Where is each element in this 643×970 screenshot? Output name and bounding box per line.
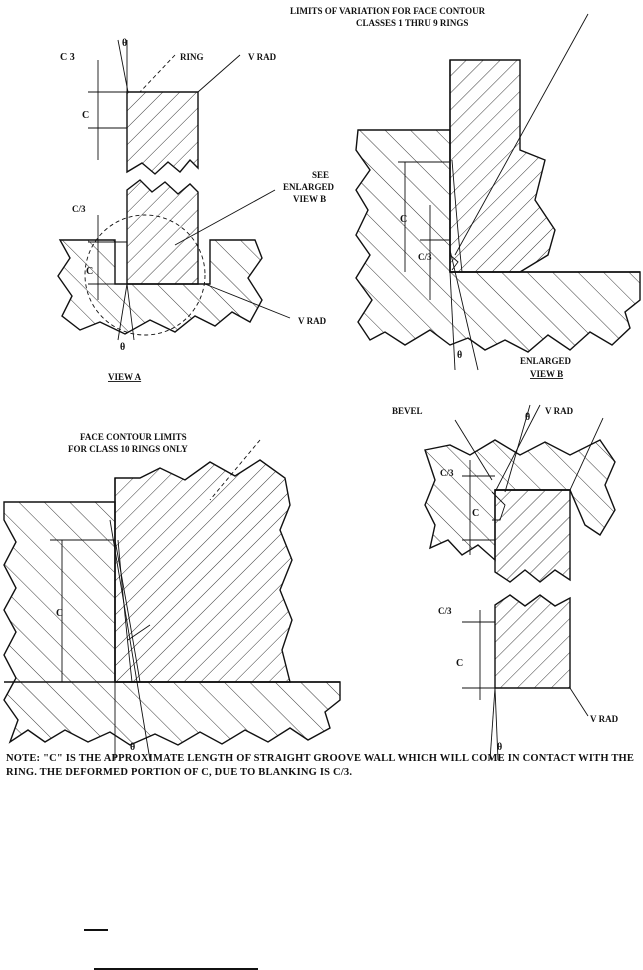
note-text: NOTE: "C" IS THE APPROXIMATE LENGTH OF S… <box>6 753 635 778</box>
view-a-theta-ref-bottom <box>126 283 135 341</box>
view-b-groove-body <box>355 129 641 353</box>
view-a-see-leader <box>174 189 276 246</box>
view-b-label-theta: θ <box>457 350 462 361</box>
br-bevel-leader <box>454 419 493 481</box>
class10-theta-line <box>109 519 151 761</box>
view-b-label-c: C <box>400 214 407 225</box>
limits-label-line2: CLASSES 1 THRU 9 RINGS <box>356 18 468 28</box>
view-b: LIMITS OF VARIATION FOR FACE CONTOUR CLA… <box>290 6 641 379</box>
view-b-caption-line2: VIEW B <box>530 369 563 379</box>
class10-view: FACE CONTOUR LIMITS FOR CLASS 10 RINGS O… <box>3 432 341 761</box>
view-b-theta-ref <box>449 271 456 371</box>
view-a-label-ring: RING <box>180 52 204 62</box>
limits-label-line1: LIMITS OF VARIATION FOR FACE CONTOUR <box>290 6 486 16</box>
view-b-limits-leader <box>454 13 589 256</box>
br-label-c-top: C <box>472 508 479 519</box>
view-a-ring-upper <box>126 91 199 175</box>
br-theta-line-bottom <box>489 687 496 761</box>
view-a-label-c3-top: C 3 <box>60 52 75 63</box>
view-b-label-c3: C/3 <box>418 252 432 262</box>
view-a-vrad-leader-bottom <box>204 283 291 319</box>
view-a-detail-circle <box>84 214 206 336</box>
br-vrad-leader-bottom <box>569 687 589 717</box>
view-a-theta-line-bottom <box>117 283 128 341</box>
view-a-ring-lower <box>126 179 199 285</box>
br-bevel <box>491 491 506 521</box>
br-label-c3-top: C/3 <box>440 468 454 478</box>
br-label-theta-bottom: θ <box>497 742 502 753</box>
class10-leader <box>209 439 261 501</box>
view-a-label-vrad-top: V RAD <box>248 52 277 62</box>
class10-contour-1 <box>114 539 141 683</box>
view-a-theta-line-top <box>117 39 129 93</box>
face-contour-line2: FOR CLASS 10 RINGS ONLY <box>68 444 188 454</box>
class10-label-c: C <box>56 608 63 619</box>
view-a-label-c3-mid: C/3 <box>72 204 86 214</box>
view-a-label-enlarged: ENLARGED <box>283 182 335 192</box>
br-vrad-leader-top <box>569 417 604 491</box>
ring-section-view: BEVEL θ V RAD C/3 C C/3 C V RAD θ <box>392 404 619 761</box>
view-a-label-c-mid: C <box>86 266 93 277</box>
br-label-c-mid: C <box>456 658 463 669</box>
view-a-label-theta-bottom: θ <box>120 342 125 353</box>
face-contour-line1: FACE CONTOUR LIMITS <box>80 432 187 442</box>
class10-label-theta: θ <box>130 742 135 753</box>
view-b-caption-line1: ENLARGED <box>520 356 572 366</box>
view-a-label-view-b: VIEW B <box>293 194 326 204</box>
view-a: C 3 θ RING V RAD C SEE ENLARGED VIEW B C… <box>57 38 335 382</box>
view-a-label-vrad-bottom: V RAD <box>298 316 327 326</box>
view-a-caption: VIEW A <box>108 372 142 382</box>
short-rule <box>84 929 108 931</box>
br-label-bevel: BEVEL <box>392 406 423 416</box>
br-label-c3-mid: C/3 <box>438 606 452 616</box>
view-b-ring <box>449 59 556 273</box>
br-theta-ref-top <box>494 404 541 493</box>
class10-contour-2 <box>117 539 133 683</box>
br-label-theta-top: θ <box>525 412 530 423</box>
view-b-contour-1 <box>451 159 463 273</box>
br-label-vrad-top: V RAD <box>545 406 574 416</box>
view-a-ring-leader <box>139 54 176 93</box>
view-b-theta-line <box>449 249 479 371</box>
br-theta-ref-bottom <box>494 687 499 761</box>
class10-groove-body <box>3 501 341 746</box>
view-a-label-theta-top: θ <box>122 38 127 49</box>
br-ring-lower <box>494 594 571 689</box>
view-a-groove-walls <box>114 240 211 285</box>
view-a-label-c-top: C <box>82 110 89 121</box>
class10-arrow <box>127 624 151 641</box>
br-label-vrad-bottom: V RAD <box>590 714 619 724</box>
view-a-label-see: SEE <box>312 170 329 180</box>
br-ring-upper <box>494 489 571 583</box>
class10-ring <box>114 459 293 683</box>
long-rule <box>94 968 258 970</box>
view-a-vrad-leader-top <box>197 54 241 93</box>
